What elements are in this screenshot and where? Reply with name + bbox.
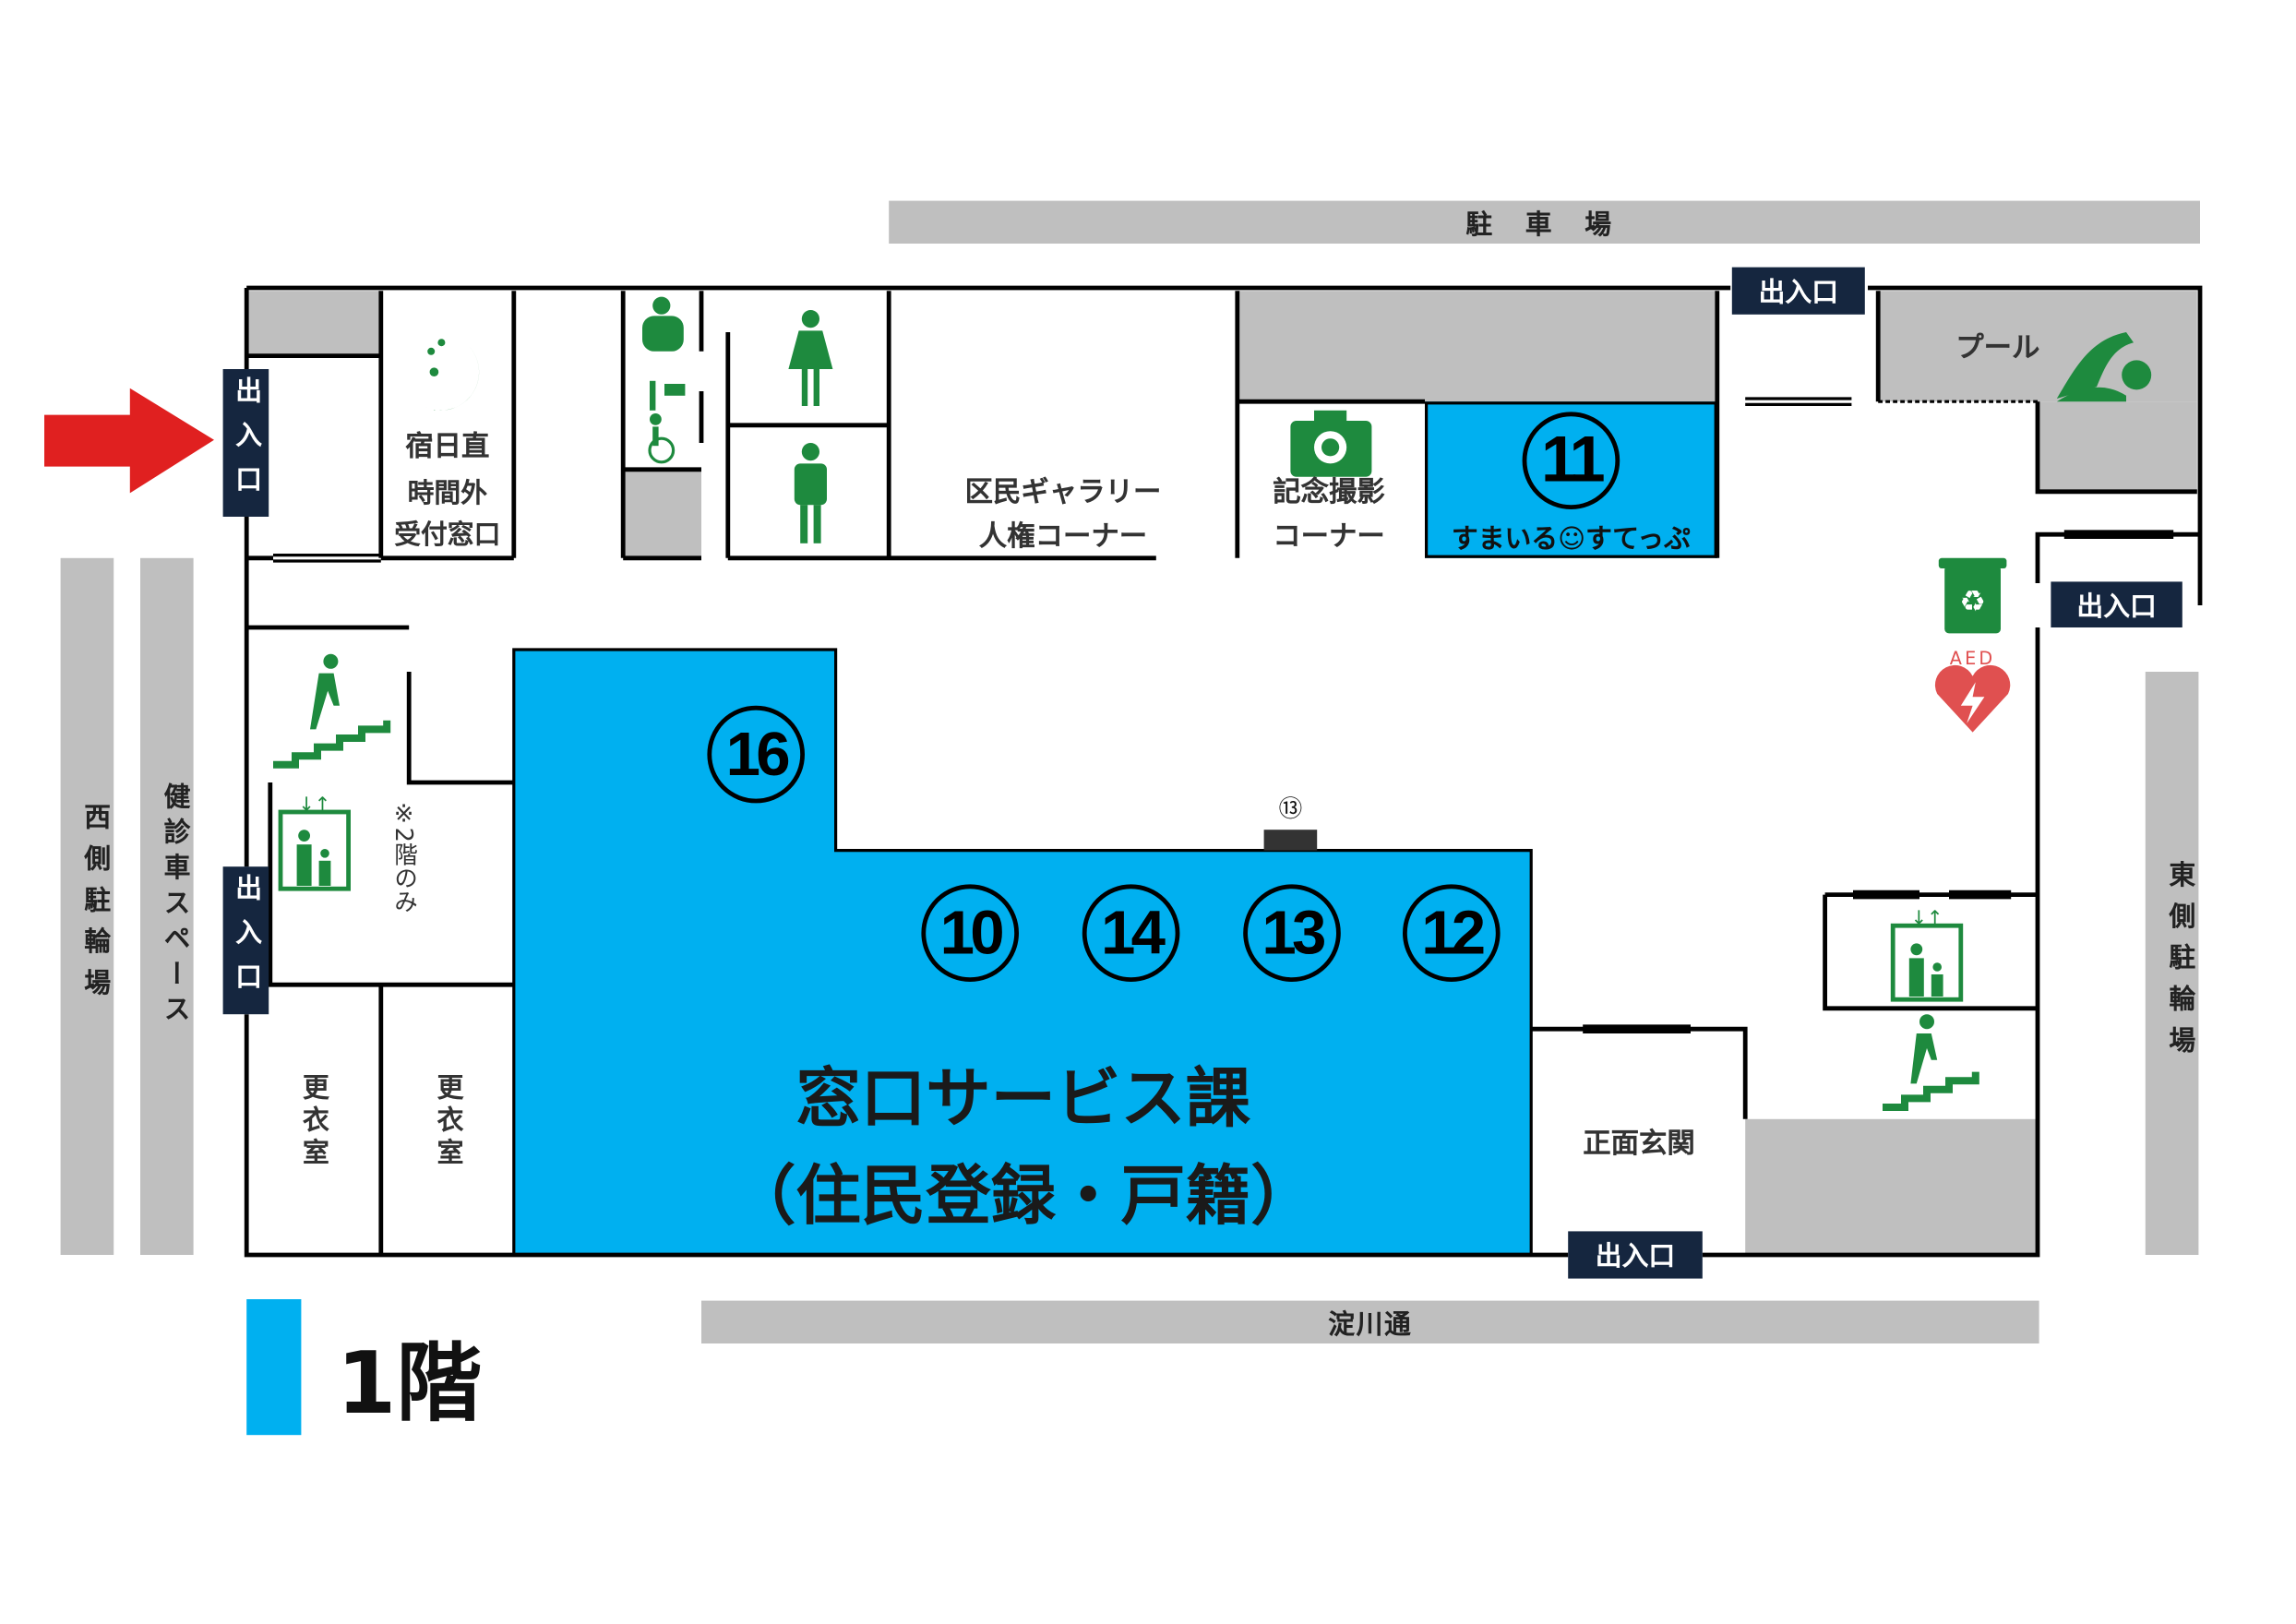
locker-room-label: 更衣室 xyxy=(432,1073,464,1171)
svg-text:↓↑: ↓↑ xyxy=(298,793,330,815)
smile-step-label: すまいる☺すてっぷ xyxy=(1451,524,1691,555)
counter-16: 16 xyxy=(707,705,805,804)
health-car-label: 健診車スペース xyxy=(159,782,191,1031)
swimmer-icon xyxy=(2056,332,2152,402)
svg-text:AED: AED xyxy=(1950,648,1996,669)
elevator-icon: ↓↑ xyxy=(278,793,352,891)
west-bike-label: 西側駐輪場 xyxy=(79,803,111,1010)
night-duty-label: 宿日直 xyxy=(405,430,490,463)
entrance-west-lower: 出入口 xyxy=(222,866,269,1015)
second-floor-only-note: ※2階のみ xyxy=(389,799,418,914)
gray-block xyxy=(246,291,381,356)
street-label: 淀川通 xyxy=(1328,1308,1413,1340)
east-bike-label: 東側駐輪場 xyxy=(2164,860,2196,1067)
counter-11: 11 xyxy=(1522,412,1620,509)
recycle-bin-icon: ♻ xyxy=(1938,557,2007,634)
street-bar: 淀川通 xyxy=(701,1300,2039,1343)
pool-area xyxy=(2038,401,2197,492)
gray-block xyxy=(1745,1118,2038,1255)
gallery-label: 人権コーナー xyxy=(978,520,1148,554)
elevator-icon: ↓↑ xyxy=(1890,907,1964,1002)
male-toilet-icon xyxy=(794,443,827,543)
camera-icon xyxy=(1290,410,1372,477)
photo-corner-label: 記念撮影 xyxy=(1273,476,1385,509)
nursing-icon xyxy=(642,296,686,411)
female-toilet-icon xyxy=(788,310,833,406)
entrance-west-upper: 出入口 xyxy=(222,369,269,517)
service-division-title: 窓口サービス課 xyxy=(795,1061,1251,1137)
locker-room-label: 更衣室 xyxy=(298,1073,329,1171)
legend-swatch xyxy=(246,1299,302,1436)
counter-14: 14 xyxy=(1082,884,1180,982)
svg-text:↓↑: ↓↑ xyxy=(1911,907,1943,929)
counter-13: 13 xyxy=(1243,884,1341,982)
east-bike-parking: 東側駐輪場 xyxy=(2145,672,2199,1255)
counter-12: 12 xyxy=(1403,884,1501,982)
night-duty-label: 受付窓口 xyxy=(394,519,501,551)
entrance-north: 出入口 xyxy=(1731,267,1865,315)
floor-label: 1階 xyxy=(336,1332,483,1434)
west-bike-parking: 西側駐輪場 xyxy=(60,557,114,1255)
health-car-space: 健診車スペース xyxy=(140,557,194,1255)
wheelchair-icon xyxy=(648,413,676,464)
entrance-south: 出入口 xyxy=(1568,1231,1703,1279)
counter-13-small-label: ⑬ xyxy=(1278,794,1303,823)
service-division-subtitle: （住民登録・戸籍） xyxy=(731,1159,1316,1235)
stairs-icon xyxy=(273,653,391,769)
night-duty-label: 時間外 xyxy=(407,478,487,509)
counter-10: 10 xyxy=(921,884,1019,982)
pool-label: プール xyxy=(1955,331,2040,364)
photo-corner-label: コーナー xyxy=(1273,520,1385,554)
parking-bar: 駐 車 場 xyxy=(889,200,2201,244)
counter-13-marker xyxy=(1263,830,1318,851)
moon-icon xyxy=(416,339,480,411)
gray-block xyxy=(623,469,701,558)
stairs-icon xyxy=(1883,1014,1979,1112)
svg-text:♻: ♻ xyxy=(1959,583,1986,618)
entrance-east: 出入口 xyxy=(2051,581,2182,627)
gallery-label: 区民ギャラリー xyxy=(964,476,1162,509)
aed-icon: AED xyxy=(1934,648,2011,733)
parking-label: 駐 車 場 xyxy=(1465,209,1623,240)
main-entrance-label: 正面玄関 xyxy=(1583,1127,1695,1160)
gray-block xyxy=(1237,291,1717,402)
